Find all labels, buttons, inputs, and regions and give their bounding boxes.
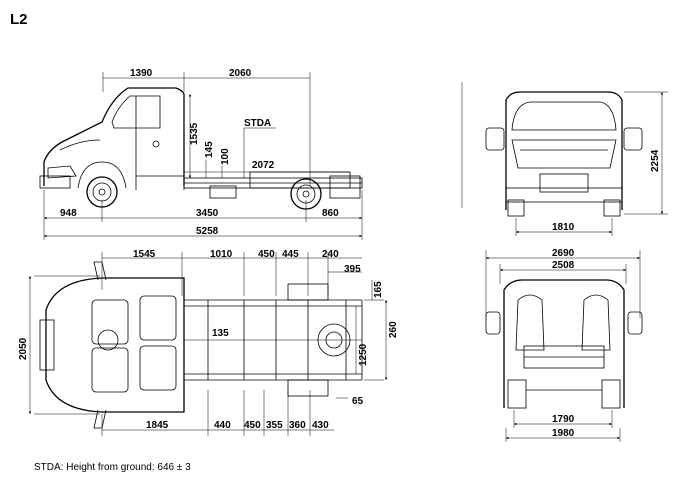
footnote: STDA: Height from ground: 646 ± 3 (34, 462, 191, 473)
dim-t135: 135 (212, 328, 229, 339)
dim-t1545: 1545 (133, 249, 156, 260)
dim-b430: 430 (312, 420, 329, 431)
dim-front-height: 2254 (650, 149, 661, 172)
dim-b360: 360 (289, 420, 306, 431)
stda-label: STDA (244, 118, 271, 129)
top-view: 1545 1010 450 445 240 395 2050 (18, 249, 399, 436)
dim-b355: 355 (266, 420, 283, 431)
dim-w1980: 1980 (552, 428, 575, 439)
dim-front-track: 1810 (552, 222, 575, 233)
dim-w2508: 2508 (552, 260, 575, 271)
dim-wheelbase: 3450 (196, 208, 219, 219)
page-title: L2 (10, 11, 28, 28)
front-view: 2254 1810 (461, 82, 668, 236)
dim-overall-length: 5258 (196, 226, 219, 237)
dim-h145: 145 (204, 141, 215, 158)
dim-b440: 440 (214, 420, 231, 431)
dim-h100: 100 (220, 148, 231, 165)
dim-cab-length: 1390 (130, 68, 153, 79)
dim-w1790: 1790 (552, 414, 575, 425)
dim-front-overhang: 948 (60, 208, 77, 219)
dim-t165: 165 (373, 281, 384, 298)
dim-b1845: 1845 (146, 420, 169, 431)
dim-rear-overhang: 860 (322, 208, 339, 219)
dim-w2690: 2690 (552, 248, 575, 259)
dim-body-length: 2060 (229, 68, 252, 79)
side-view: 1390 2060 1535 145 100 STD (39, 68, 363, 240)
dim-height-cab: 1535 (189, 122, 200, 145)
dim-t260: 260 (388, 321, 399, 338)
dim-t450: 450 (258, 249, 275, 260)
dim-t1010: 1010 (210, 249, 233, 260)
dim-chassis-length: 2072 (252, 160, 275, 171)
rear-view: 2690 2508 1790 1980 (485, 248, 643, 442)
dim-t445: 445 (282, 249, 299, 260)
dim-b450: 450 (244, 420, 261, 431)
dim-t395: 395 (344, 264, 361, 275)
dim-t240: 240 (322, 249, 339, 260)
dim-top-width: 2050 (18, 337, 29, 360)
dim-t65: 65 (352, 396, 364, 407)
dim-t1250: 1250 (358, 343, 369, 366)
